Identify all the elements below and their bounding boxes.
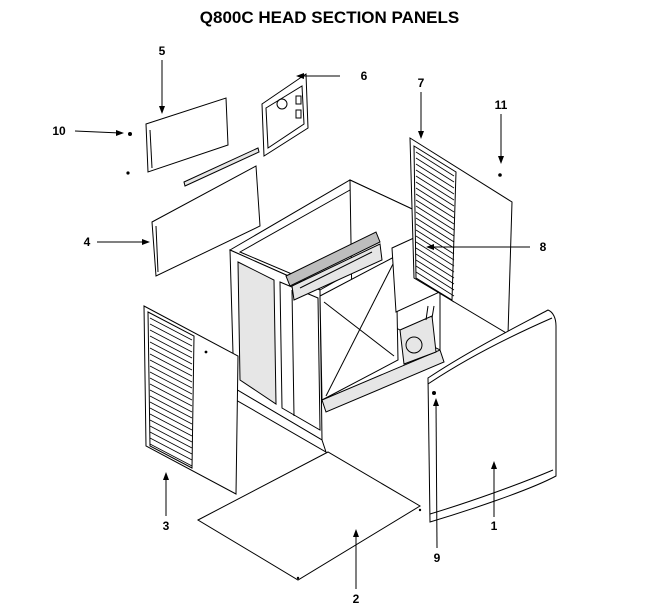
louver-slat [149,407,193,431]
callout-7: 7 [418,76,425,90]
callout-11: 11 [495,98,508,112]
louver-slat [415,157,455,183]
part-7-right-side-panel [409,137,513,335]
louver-slat [149,365,193,389]
part-10-screw-b [126,171,130,175]
part-5-upper-panel [145,97,229,173]
louver-slat [149,437,193,461]
part-6-control-panel [261,73,309,157]
louver-slat [149,431,193,455]
callout-6: 6 [361,69,368,83]
louver-slat [149,377,193,401]
callout-1: 1 [491,519,498,533]
louver-slat [149,353,193,377]
louver-slat [149,419,193,443]
callout-3: 3 [163,519,170,533]
louver-slat [415,265,455,291]
louver-slat [415,271,455,297]
part-7-louvers [415,151,455,303]
louver-slat [415,187,455,213]
louver-slat [415,169,455,195]
louver-slat [149,323,193,347]
louver-slat [415,235,455,261]
louver-slat [149,383,193,407]
louver-slat [149,401,193,425]
callout-10: 10 [52,124,66,138]
louver-slat [149,341,193,365]
part-1-front-panel [427,309,557,523]
louver-slat [415,253,455,279]
louver-slat [415,211,455,237]
part-4-top-panel [151,165,261,277]
louver-slat [149,347,193,371]
louver-slat [149,371,193,395]
louver-slat [149,425,193,449]
louver-slat [149,335,193,359]
part-9-screw [432,391,436,395]
louver-slat [415,229,455,255]
louver-slat [149,389,193,413]
leader-lines [74,60,530,589]
louver-slat [415,277,455,303]
callout-5: 5 [159,44,166,58]
louver-slat [415,193,455,219]
callout-9: 9 [434,551,441,565]
louver-slat [415,151,455,177]
louver-slat [415,199,455,225]
part-3-louvers [149,317,193,467]
callout-4: 4 [84,235,91,249]
louver-slat [415,205,455,231]
louver-slat [415,181,455,207]
louver-slat [149,395,193,419]
louver-slat [415,223,455,249]
louver-slat [415,175,455,201]
louver-slat [415,163,455,189]
louver-slat [415,247,455,273]
louver-slat [149,359,193,383]
louver-slat [149,443,193,467]
louver-slat [149,329,193,353]
louver-slat [415,259,455,285]
part-3-left-side-panel [143,305,239,495]
trim-strip [183,147,260,187]
louver-slat [415,217,455,243]
diagram-title: Q800C HEAD SECTION PANELS [199,8,460,27]
callout-2: 2 [353,592,360,606]
part-2-base-panel [196,451,422,581]
part-10-screw [128,132,132,136]
part-11-screw [498,173,502,177]
louver-slat [149,317,193,341]
louver-slat [415,241,455,267]
louver-slat [149,413,193,437]
callout-8: 8 [540,240,547,254]
